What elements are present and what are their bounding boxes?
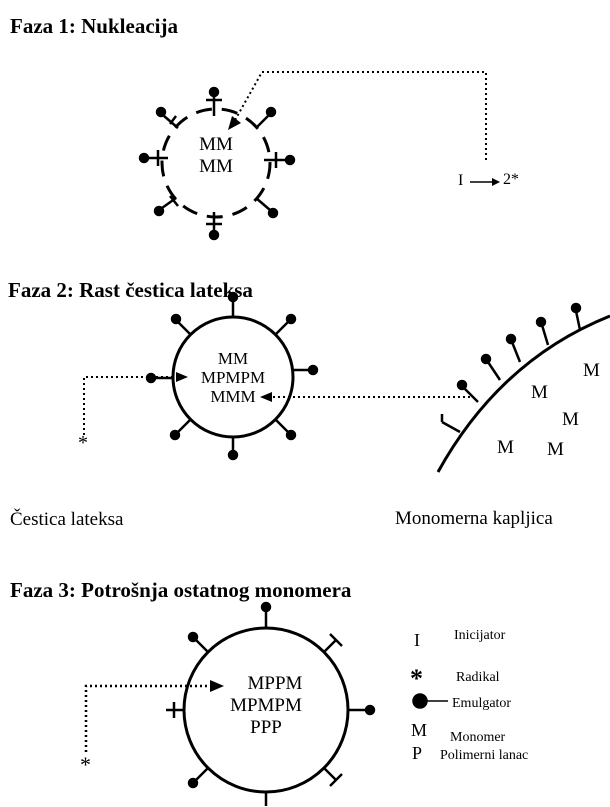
legend-monomer-symbol: M bbox=[411, 720, 428, 740]
monomer-droplet-label: Monomerna kapljica bbox=[395, 508, 553, 529]
phase2-particle-content: MM MPMPM MMM bbox=[183, 349, 283, 406]
legend-emulsifier-icon bbox=[412, 693, 448, 709]
phase2-radical: * bbox=[78, 432, 88, 454]
phase3-radical-path bbox=[84, 684, 212, 752]
legend-polymer-text: Polimerni lanac bbox=[440, 748, 529, 763]
droplet-monomer-5: M bbox=[497, 437, 514, 458]
droplet-monomer-3: M bbox=[562, 409, 579, 430]
phase1-particle-content: MM MM bbox=[186, 134, 246, 178]
initiator-symbol: I bbox=[458, 172, 464, 189]
phase1-radical-path bbox=[233, 71, 487, 160]
initiator-result: 2* bbox=[503, 171, 519, 188]
phase2-particle-line-2: MPMPM bbox=[200, 368, 266, 387]
phase1-arrowhead bbox=[228, 116, 241, 130]
phase3-radical: * bbox=[80, 752, 91, 777]
phase1-particle-line-2: MM bbox=[199, 156, 233, 177]
droplet-emulsifiers bbox=[440, 302, 582, 434]
legend-initiator-text: Inicijator bbox=[454, 628, 506, 643]
phase2-title: Faza 2: Rast čestica lateksa bbox=[8, 278, 253, 302]
legend-radical-text: Radikal bbox=[456, 670, 500, 685]
droplet-monomer-6: M bbox=[547, 439, 564, 460]
phase1-emulsifiers bbox=[138, 86, 296, 241]
phase3-particle-content: MPPM MPMPM PPP bbox=[206, 673, 326, 739]
phase3-title: Faza 3: Potrošnja ostatnog monomera bbox=[10, 578, 352, 602]
phase3-particle-line-1: MPPM bbox=[247, 673, 303, 694]
phase3-particle-line-2: MPMPM bbox=[230, 695, 302, 716]
phase3-particle-line-3: PPP bbox=[250, 717, 282, 738]
phase2-particle-line-1: MM bbox=[217, 349, 249, 368]
legend-emulsifier-text: Emulgator bbox=[452, 696, 512, 711]
phase1-micelle bbox=[160, 107, 272, 219]
phase1-title: Faza 1: Nukleacija bbox=[10, 14, 178, 38]
latex-particle-label: Čestica lateksa bbox=[10, 509, 124, 530]
droplet-surface bbox=[436, 314, 610, 473]
phase3-emulsifiers bbox=[166, 601, 376, 806]
phase2-radical-path bbox=[83, 376, 176, 435]
legend-polymer-symbol: P bbox=[412, 743, 423, 763]
phase2-particle-line-3: MMM bbox=[210, 387, 256, 406]
legend-radical-symbol: * bbox=[410, 664, 423, 693]
legend-initiator-symbol: I bbox=[414, 630, 420, 650]
phase1-particle-line-1: MM bbox=[199, 134, 233, 155]
droplet-monomer-1: M bbox=[583, 360, 600, 381]
legend-monomer-text: Monomer bbox=[450, 730, 506, 745]
droplet-monomer-2: M bbox=[531, 382, 548, 403]
